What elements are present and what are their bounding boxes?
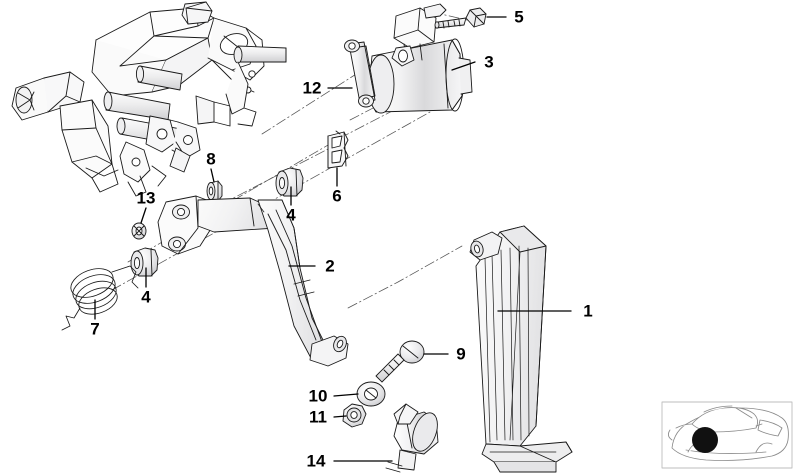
connecting-rod — [344, 39, 376, 108]
washer — [356, 381, 386, 407]
hex-bolt — [434, 7, 487, 29]
pedal-lever-arm — [157, 195, 349, 367]
lock-washer — [131, 222, 147, 240]
vehicle-location-inset — [661, 401, 793, 469]
electrical-connector — [385, 403, 439, 473]
callout-9: 9 — [456, 344, 466, 364]
callout-2: 2 — [325, 256, 335, 276]
callout-11: 11 — [309, 407, 327, 427]
callout-6: 6 — [332, 186, 342, 206]
location-marker-dot — [692, 427, 718, 453]
callout-12: 12 — [302, 78, 322, 98]
callout-5: 5 — [514, 7, 524, 27]
callout-13: 13 — [136, 188, 156, 208]
steering-column-bracket-assembly — [11, 1, 287, 197]
leader-lines — [94, 16, 572, 462]
callout-7: 7 — [90, 319, 100, 339]
callout-8: 8 — [206, 149, 216, 169]
callout-4-lower: 4 — [141, 287, 151, 307]
technical-linework — [11, 1, 793, 473]
nut — [342, 403, 367, 428]
callout-3: 3 — [484, 52, 494, 72]
callout-10: 10 — [308, 386, 328, 406]
callout-1: 1 — [583, 301, 593, 321]
callout-14: 14 — [306, 451, 326, 471]
bushing-small — [206, 180, 223, 202]
callout-4-upper: 4 — [286, 205, 296, 225]
bushing-lower — [130, 247, 159, 277]
pivot-bolt — [375, 340, 425, 383]
actuator-motor — [367, 3, 473, 114]
return-spring — [61, 265, 139, 331]
bushing-upper — [275, 167, 304, 197]
retaining-clip — [327, 130, 349, 169]
accelerator-pedal-pad — [469, 225, 573, 473]
